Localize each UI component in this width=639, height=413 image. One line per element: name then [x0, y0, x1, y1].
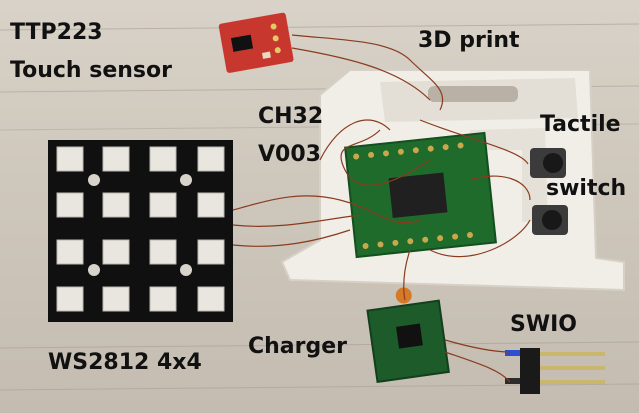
label-switch: switch — [546, 176, 627, 201]
label-3d-print: 3D print — [418, 28, 520, 53]
label-touch-sensor: Touch sensor — [10, 58, 172, 83]
label-ch32: CH32 — [258, 104, 324, 129]
label-ws2812: WS2812 4x4 — [48, 350, 202, 375]
label-charger: Charger — [248, 334, 348, 359]
label-tactile: Tactile — [540, 112, 621, 137]
label-swio: SWIO — [510, 312, 577, 337]
label-v003: V003 — [258, 142, 321, 167]
label-ttp223: TTP223 — [10, 20, 103, 45]
